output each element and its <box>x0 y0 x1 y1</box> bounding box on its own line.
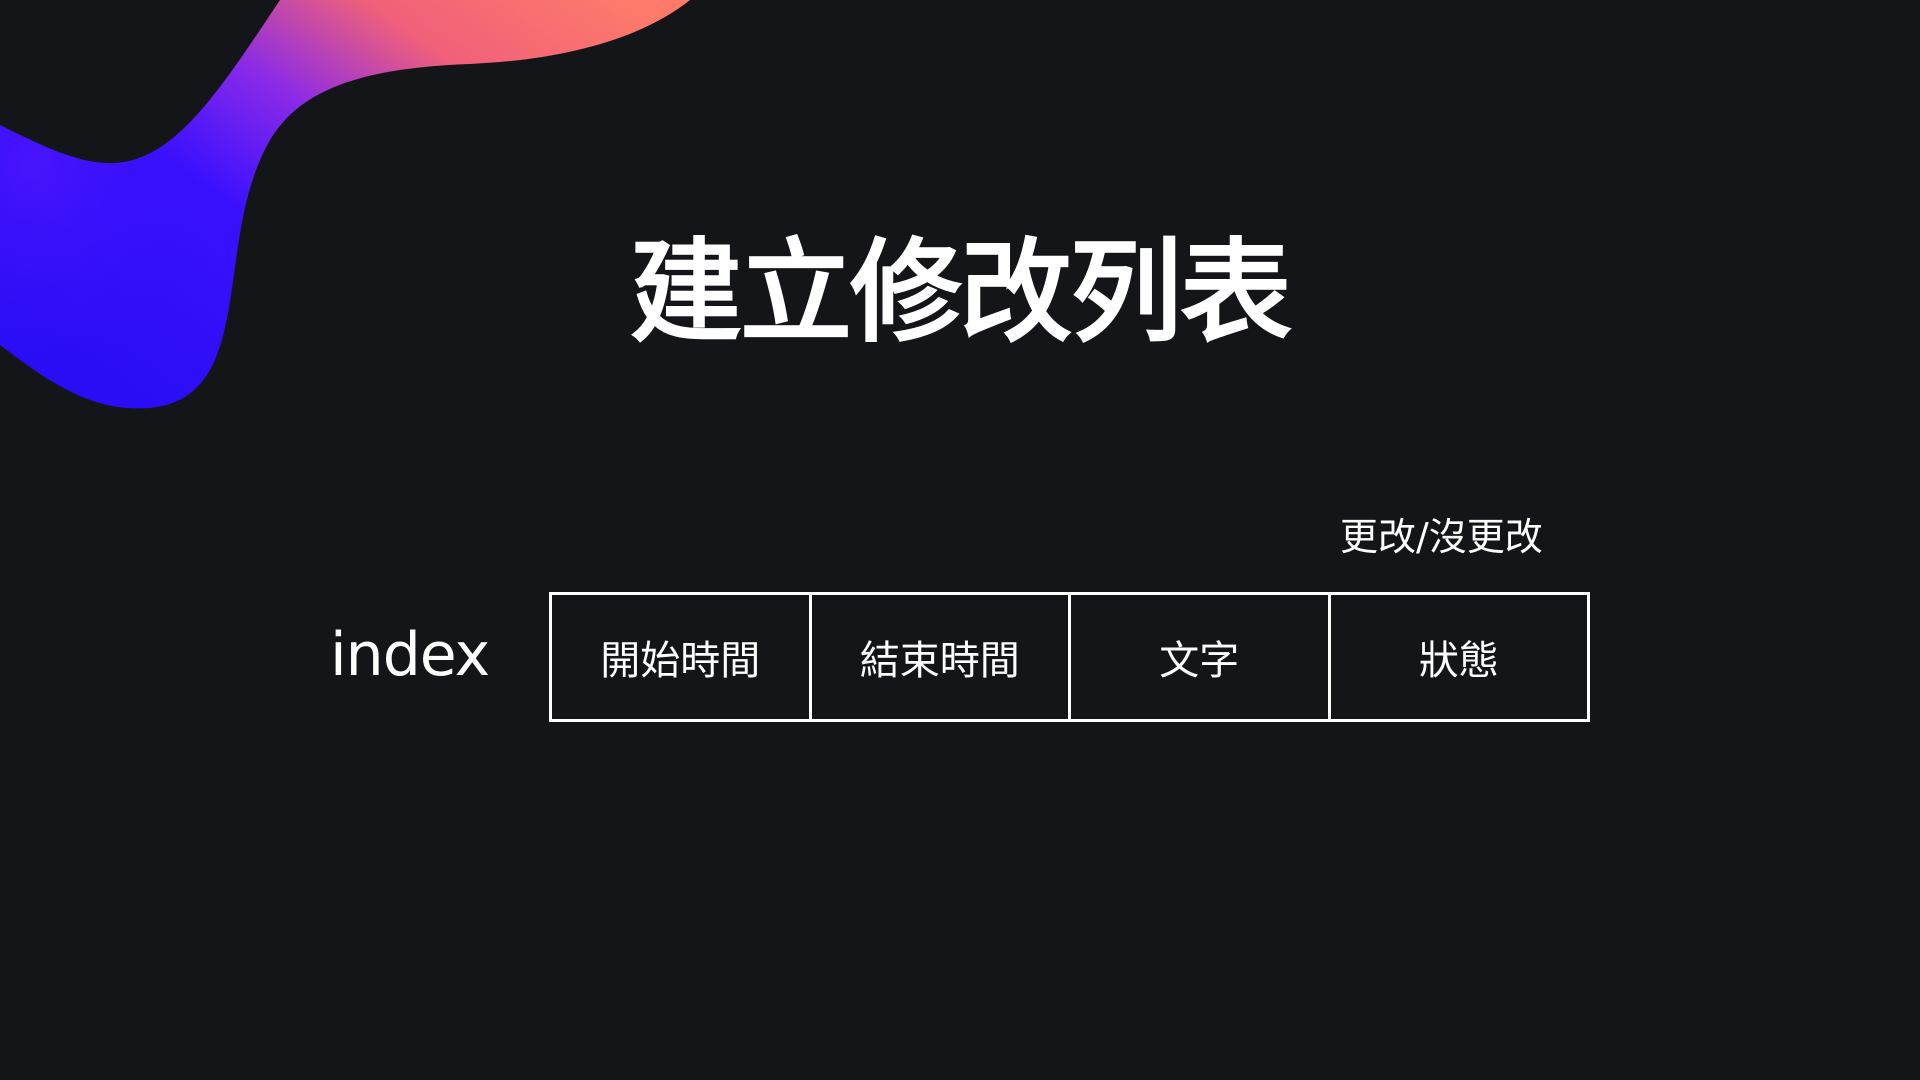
page-title: 建立修改列表 <box>630 228 1292 358</box>
table-cell-start-time: 開始時間 <box>552 595 812 719</box>
table-cell-status: 狀態 <box>1418 638 1499 684</box>
decorative-gradient-blob <box>0 0 690 409</box>
field-table: 開始時間 結束時間 文字 狀態 <box>549 592 1590 722</box>
table-cell-text: 文字 <box>1071 595 1331 719</box>
status-note-label: 更改/沒更改 <box>1340 515 1543 559</box>
index-label: index <box>330 620 490 690</box>
table-cell-end-time: 結束時間 <box>812 595 1071 719</box>
